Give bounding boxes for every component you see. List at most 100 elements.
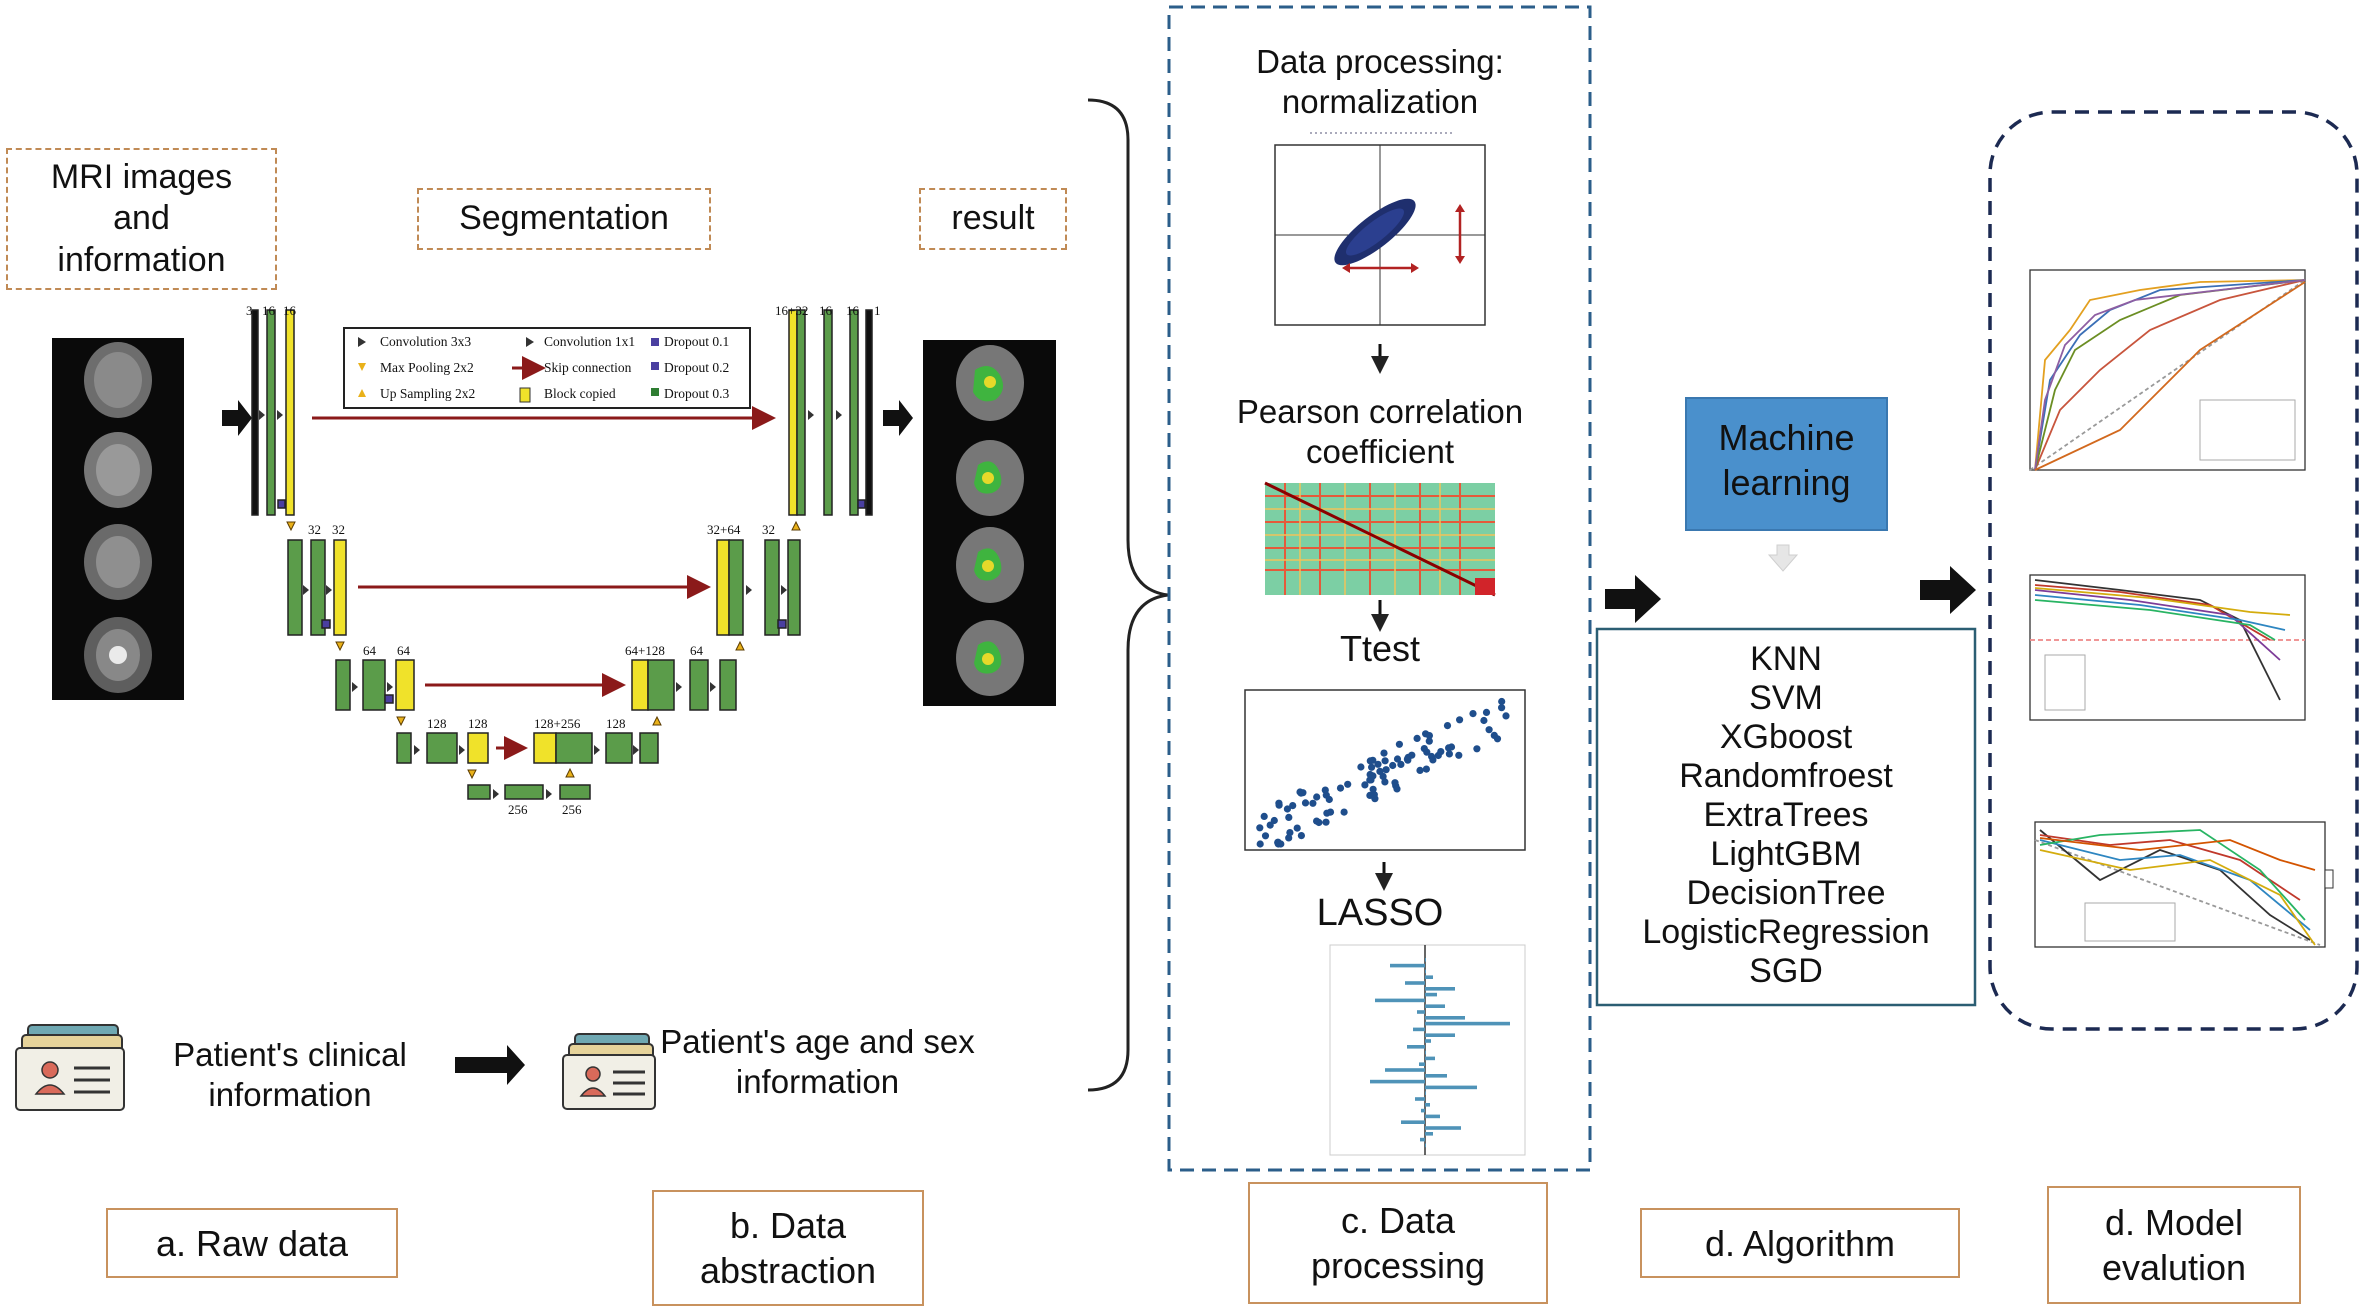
- algorithm-list-box: [1595, 627, 1977, 1007]
- lasso-bar: [1390, 963, 1425, 968]
- ttest-point: [1374, 760, 1382, 768]
- pearson-heatmap: [1264, 481, 1496, 597]
- ttest-point: [1366, 757, 1374, 765]
- ttest-point: [1437, 748, 1445, 756]
- ttest-point: [1322, 791, 1330, 799]
- lasso-bar: [1425, 1021, 1510, 1026]
- unet-num: 32: [332, 522, 345, 537]
- normalization-plot: [1274, 132, 1486, 326]
- clinical-info-label: Patient's clinical information: [173, 1036, 407, 1113]
- processing-step-arrows: [1371, 344, 1393, 891]
- lasso-bar: [1375, 998, 1425, 1003]
- caption-model-evaluation: d. Model evalution: [2047, 1186, 2301, 1304]
- algorithm-item: LogisticRegression: [1642, 913, 1930, 951]
- unet-num: 128: [468, 716, 488, 731]
- unet-num: 1: [874, 303, 881, 318]
- ttest-point: [1455, 751, 1463, 759]
- roc-plot: [2029, 269, 2306, 471]
- ttest-point: [1425, 732, 1433, 740]
- mri-label-box: MRI images and information: [6, 148, 277, 290]
- lasso-bar-plot: [1329, 944, 1526, 1156]
- ttest-point: [1429, 756, 1437, 764]
- ttest-point: [1323, 809, 1331, 817]
- ttest-point: [1322, 818, 1330, 826]
- unet-num: 32+64: [707, 522, 741, 537]
- lasso-bar: [1425, 1126, 1461, 1130]
- unet-num: 128+256: [534, 716, 581, 731]
- to-evaluation-arrow: [1920, 566, 1976, 614]
- ttest-point: [1456, 716, 1464, 724]
- lasso-bar: [1415, 1097, 1425, 1101]
- ttest-point: [1270, 816, 1278, 825]
- ttest-point: [1301, 799, 1310, 807]
- ttest-point: [1393, 755, 1402, 763]
- to-algorithm-arrow: [1605, 575, 1661, 623]
- caption-data-processing: c. Data processing: [1248, 1182, 1548, 1304]
- ml-label: Machine learning: [1718, 417, 1855, 503]
- algorithm-item: XGboost: [1719, 718, 1853, 756]
- lasso-bar: [1425, 958, 1426, 962]
- ttest-point: [1361, 781, 1369, 789]
- unet-num: 64: [363, 643, 376, 658]
- ttest-point: [1340, 808, 1348, 816]
- clinical-card-icon: [15, 1024, 125, 1111]
- step-ttest: Ttest: [1339, 628, 1420, 669]
- unet-num: 64+128: [625, 643, 665, 658]
- lasso-bar: [1425, 1114, 1440, 1119]
- ttest-point: [1469, 710, 1477, 718]
- algorithm-item: Randomfroest: [1679, 757, 1893, 795]
- mri-image-strip: [52, 338, 184, 700]
- ttest-point: [1393, 785, 1401, 793]
- unet-conv-chevrons: [259, 410, 842, 799]
- unet-pool-markers: [286, 520, 801, 780]
- unet-num: 128: [606, 716, 626, 731]
- unet-num: 256: [562, 802, 582, 817]
- legend-conv1: Convolution 1x1: [544, 334, 636, 349]
- lasso-bar: [1425, 1091, 1426, 1095]
- algorithm-item: KNN: [1750, 640, 1822, 678]
- result-image-strip: [923, 340, 1056, 706]
- ttest-point: [1369, 785, 1377, 793]
- legend-maxpool: Max Pooling 2x2: [380, 360, 474, 375]
- unet-num: 256: [508, 802, 528, 817]
- ttest-point: [1422, 765, 1430, 773]
- lasso-bar: [1425, 1132, 1433, 1136]
- result-label: result: [919, 188, 1067, 250]
- unet-num: 16: [262, 303, 275, 318]
- lasso-bar: [1425, 1033, 1455, 1037]
- ttest-point: [1380, 749, 1388, 757]
- legend-conv3: Convolution 3x3: [380, 334, 472, 349]
- lasso-bar: [1425, 969, 1426, 974]
- unet-num: 16: [819, 303, 832, 318]
- ttest-point: [1256, 824, 1264, 832]
- legend-upsample: Up Sampling 2x2: [380, 386, 476, 401]
- algorithm-item: DecisionTree: [1686, 874, 1886, 912]
- lasso-bar: [1407, 1045, 1425, 1049]
- ttest-point: [1443, 722, 1452, 730]
- age-sex-label: Patient's age and sex information: [660, 1023, 975, 1100]
- unet-num: 16: [283, 303, 296, 318]
- lasso-bar: [1413, 1027, 1425, 1032]
- unet-num: 32: [762, 522, 775, 537]
- lasso-bar: [1425, 1039, 1431, 1043]
- lasso-bar: [1425, 1085, 1477, 1090]
- ttest-point: [1413, 734, 1421, 743]
- legend-skip: Skip connection: [544, 360, 632, 375]
- lasso-bar: [1417, 1010, 1425, 1014]
- ttest-point: [1309, 799, 1317, 807]
- calibration-plot: [2034, 821, 2334, 948]
- lasso-bar: [1385, 1068, 1425, 1072]
- ttest-point: [1366, 770, 1374, 779]
- ttest-point: [1313, 817, 1321, 825]
- ttest-point: [1490, 731, 1498, 740]
- ttest-point: [1389, 761, 1397, 770]
- algorithm-item: ExtraTrees: [1703, 796, 1869, 834]
- age-sex-card-icon: [562, 1033, 656, 1110]
- evaluation-dashed-box: [1988, 110, 2359, 1031]
- ttest-point: [1285, 813, 1293, 822]
- step-normalization: Data processing: normalization: [1256, 43, 1504, 120]
- ttest-point: [1336, 784, 1345, 792]
- ttest-point: [1296, 788, 1304, 796]
- lasso-bar: [1425, 1103, 1430, 1107]
